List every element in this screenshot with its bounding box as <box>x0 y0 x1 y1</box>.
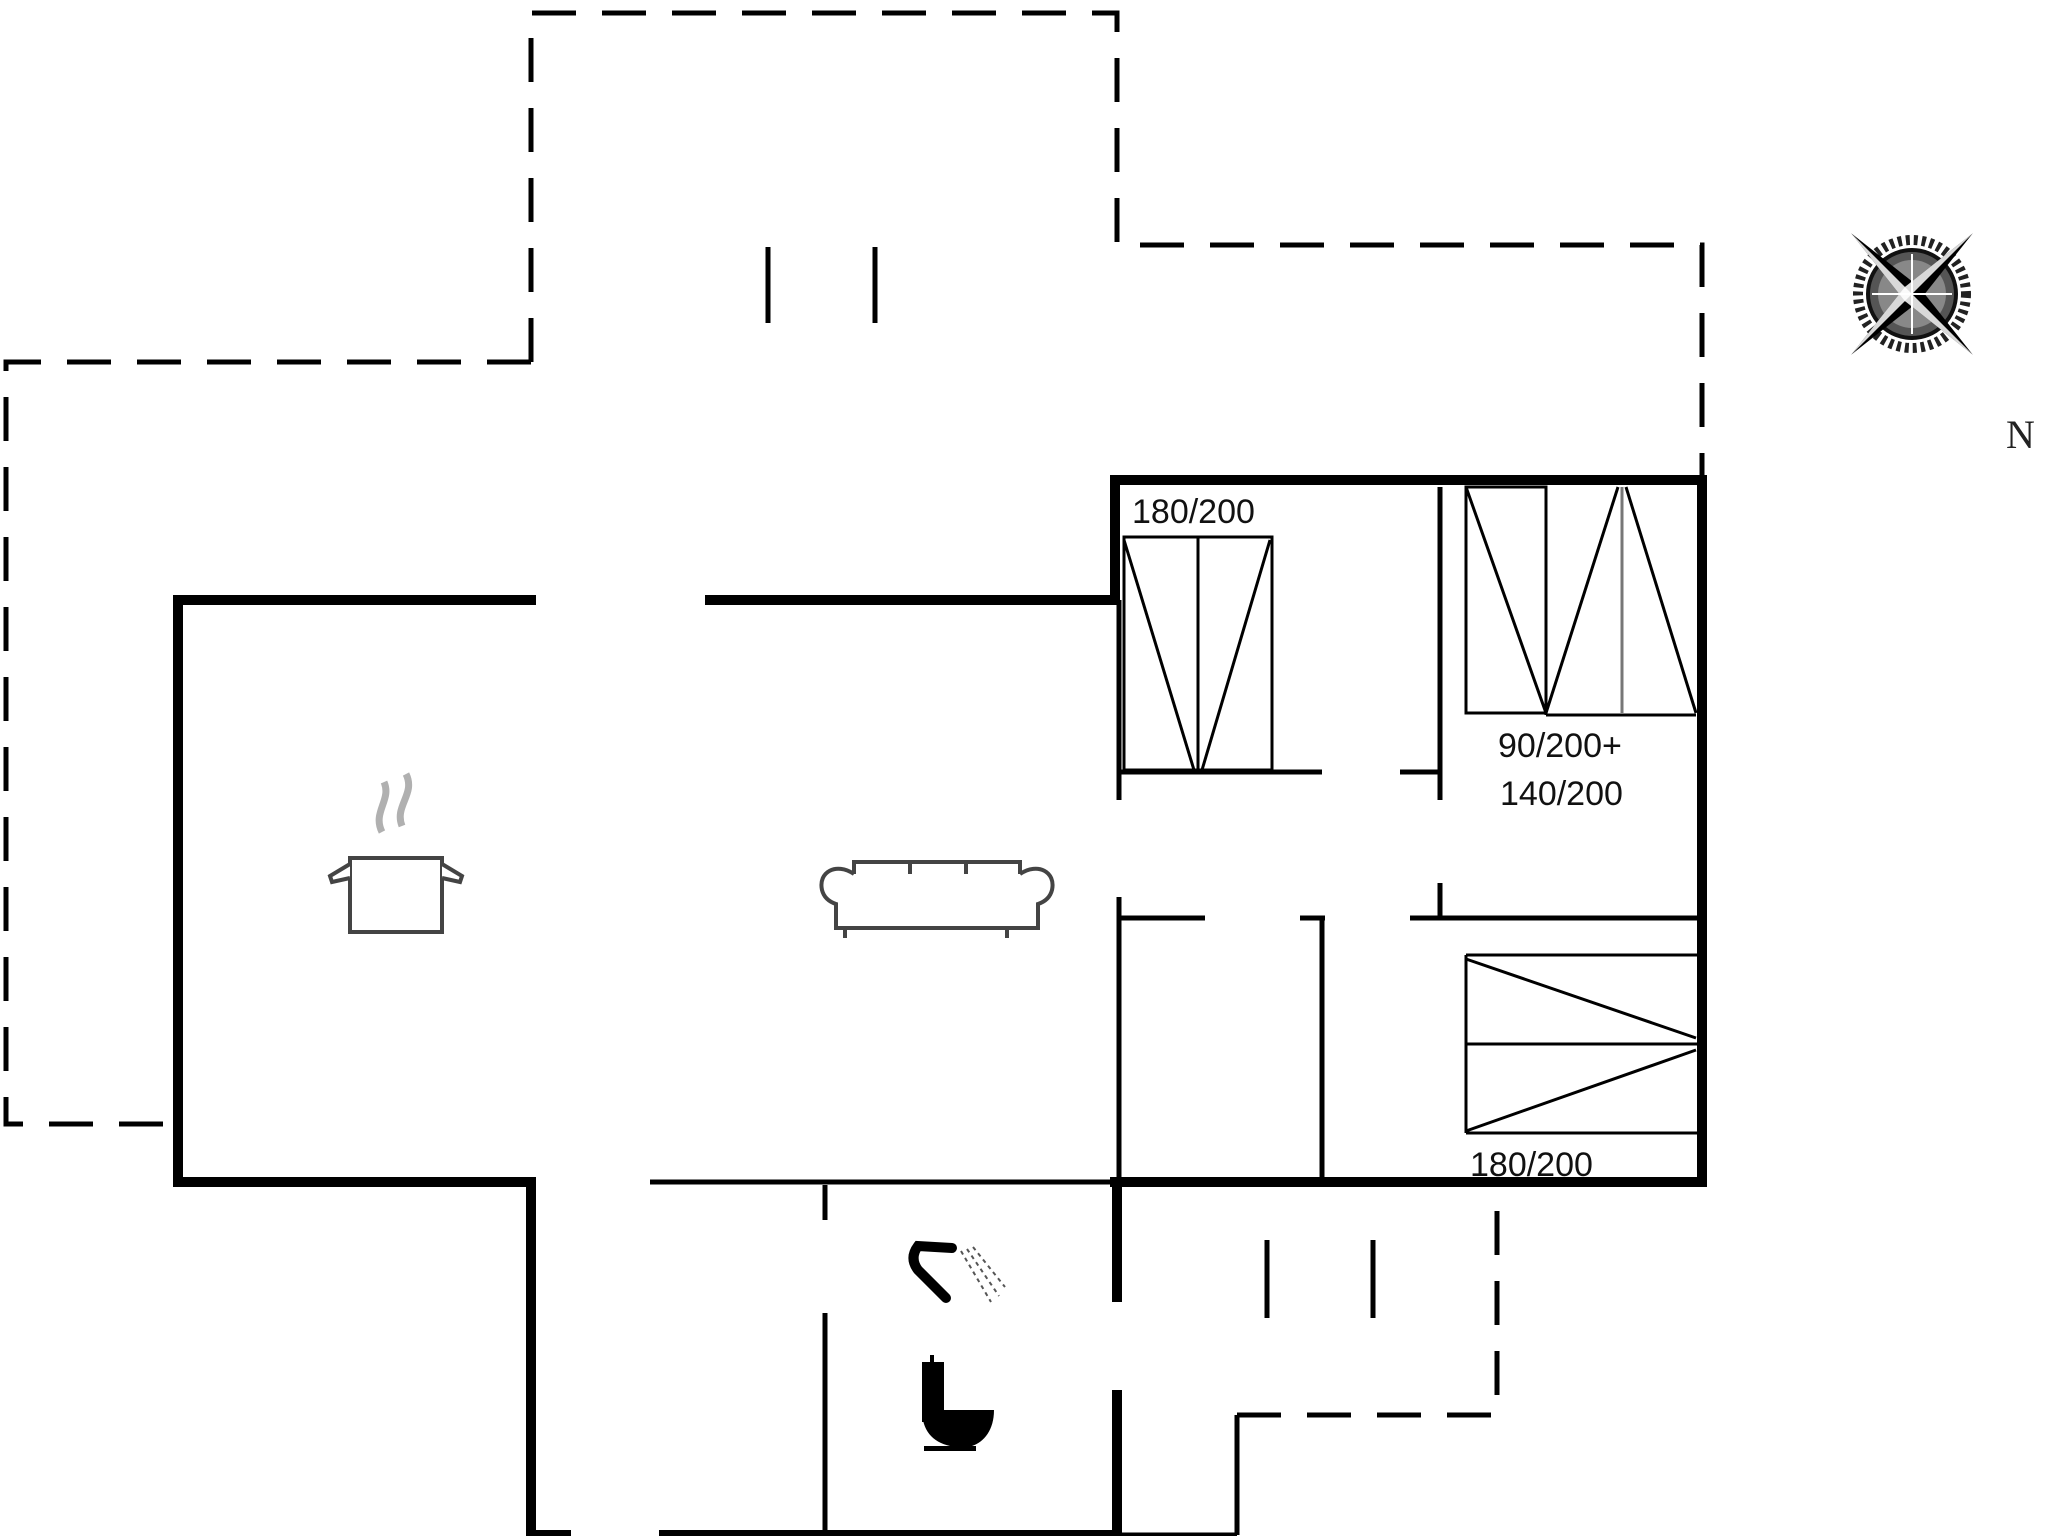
cooking-pot-icon <box>327 772 465 934</box>
bed-bedroom-2: 90/200+ 140/200 <box>1464 485 1698 813</box>
interior-walls <box>650 487 1698 1536</box>
shower-icon <box>908 1240 1006 1303</box>
bed-size-label-bedroom-2-line2: 140/200 <box>1500 775 1623 813</box>
terrace-north <box>528 10 1705 478</box>
sofa-icon <box>819 860 1055 938</box>
north-label: N <box>2006 412 2035 457</box>
terrace-south <box>1237 1184 1500 1418</box>
bed-bedroom-1: 180/200 <box>1122 493 1274 772</box>
terrace-west <box>3 359 531 1127</box>
compass-rose-icon <box>1851 233 1973 355</box>
bed-bedroom-3: 180/200 <box>1464 953 1698 1184</box>
exterior-walls <box>173 475 1707 1536</box>
bed-size-label-bedroom-1: 180/200 <box>1132 493 1255 531</box>
bed-size-label-bedroom-2-line1: 90/200+ <box>1498 727 1622 765</box>
terrace-outlines <box>3 10 1705 1418</box>
bed-size-label-bedroom-3: 180/200 <box>1470 1146 1593 1184</box>
toilet-icon <box>922 1355 994 1451</box>
